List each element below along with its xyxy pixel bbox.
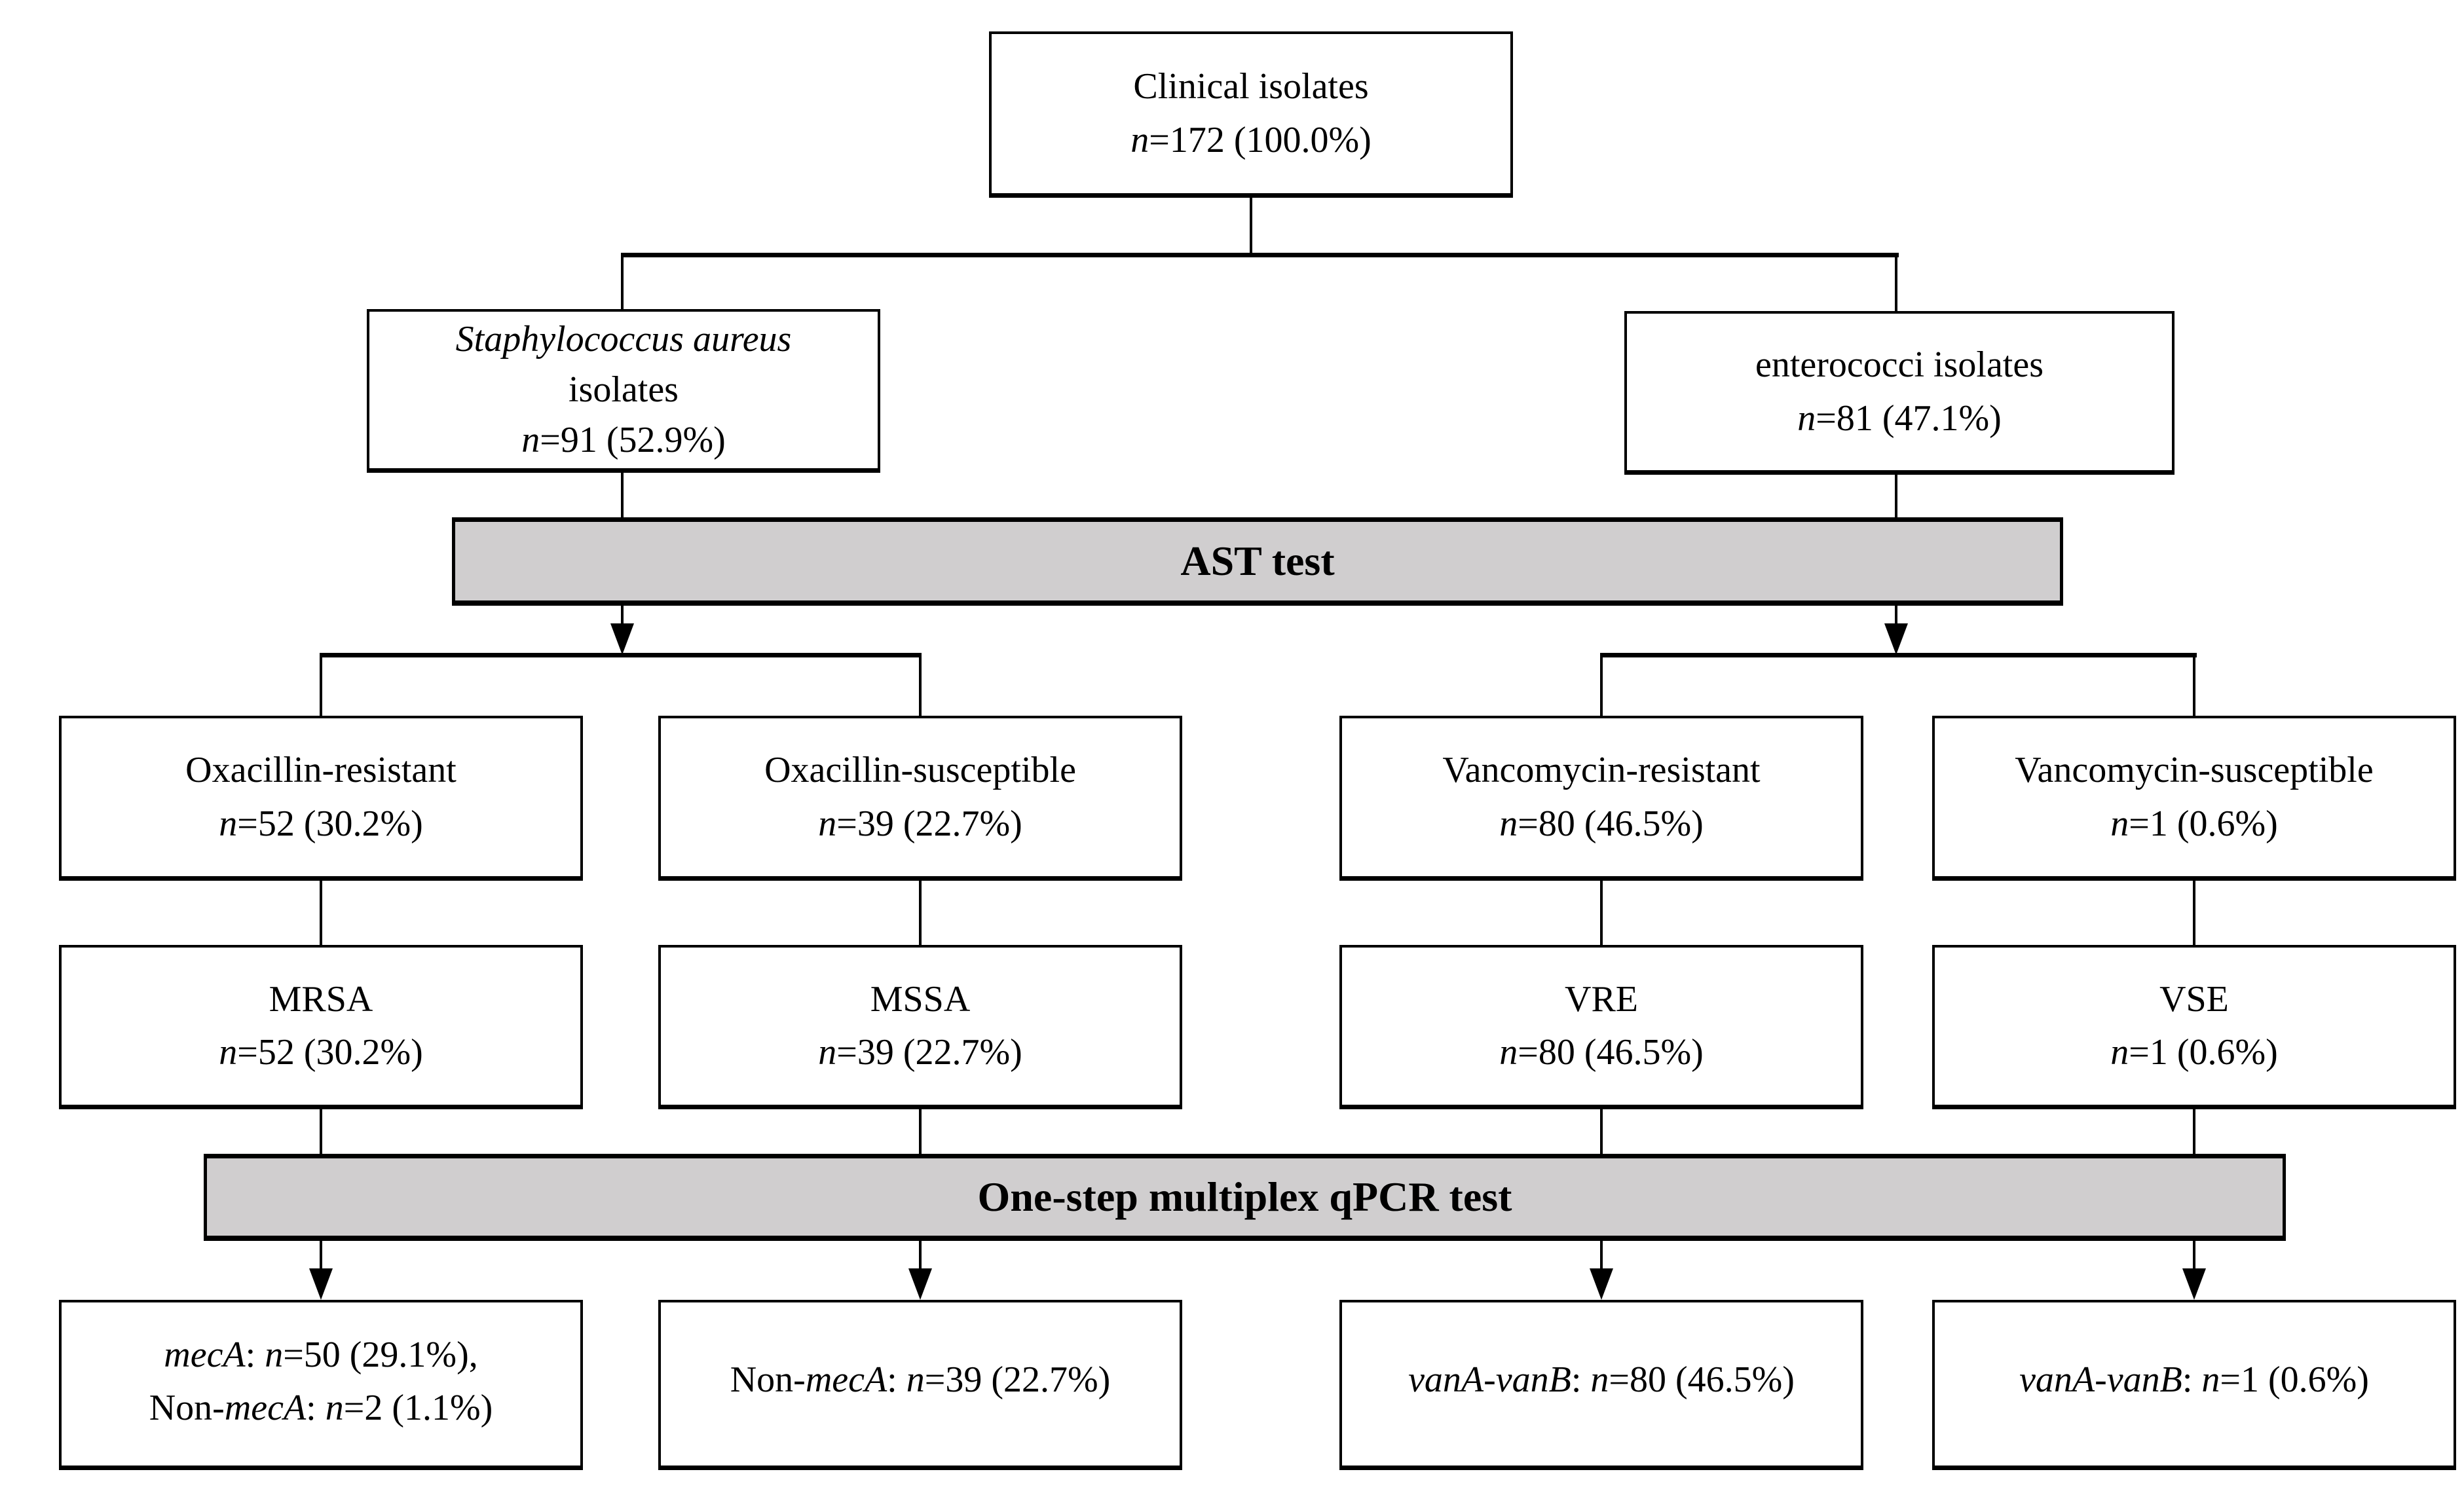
node-text-line: Non-mecA: n=2 (1.1%) [149, 1388, 493, 1429]
node-text-line: VSE [2159, 978, 2229, 1020]
connector-line [621, 253, 624, 312]
node-text-line: n=81 (47.1%) [1797, 397, 2002, 439]
connector-line [919, 653, 922, 716]
connector-line [919, 881, 922, 945]
connector-line [1895, 606, 1897, 629]
arrow-down-icon [2182, 1268, 2206, 1300]
node-text-line: n=1 (0.6%) [2110, 1032, 2278, 1073]
connector-line [1895, 474, 1897, 519]
connector-line [320, 1241, 322, 1270]
node-text-line: mecA: n=50 (29.1%), [164, 1335, 478, 1375]
node-text-line: n=52 (30.2%) [219, 1032, 423, 1073]
node-text-line: MRSA [269, 978, 373, 1020]
node-text-line: Clinical isolates [1133, 66, 1369, 107]
node-vancomycin-susceptible: Vancomycin-susceptible n=1 (0.6%) [1932, 716, 2456, 881]
node-text-line: n=80 (46.5%) [1499, 1032, 1704, 1073]
connector-line [320, 881, 322, 945]
connector-line [2193, 1109, 2195, 1154]
node-text-line: n=52 (30.2%) [219, 803, 423, 844]
node-text-line: n=1 (0.6%) [2110, 803, 2278, 844]
connector-line [1600, 881, 1603, 945]
node-text-line: n=80 (46.5%) [1499, 803, 1704, 844]
connector-line [1600, 1241, 1603, 1270]
bar-qpcr-test: One-step multiplex qPCR test [204, 1154, 2286, 1241]
connector-line [2193, 653, 2195, 716]
node-vse: VSE n=1 (0.6%) [1932, 945, 2456, 1109]
node-non-meca-result: Non-mecA: n=39 (22.7%) [658, 1300, 1182, 1470]
connector-line [320, 653, 322, 716]
node-text-line: Vancomycin-resistant [1442, 750, 1761, 791]
node-text-line: Non-mecA: n=39 (22.7%) [730, 1359, 1111, 1400]
node-text-line: vanA-vanB: n=80 (46.5%) [1408, 1359, 1795, 1400]
node-text-line: VRE [1565, 978, 1638, 1020]
node-text-line: enterococci isolates [1755, 344, 2044, 386]
node-text-line: n=172 (100.0%) [1130, 119, 1372, 160]
node-text-line: Oxacillin-susceptible [764, 750, 1076, 791]
arrow-down-icon [309, 1268, 333, 1300]
node-text-line: n=39 (22.7%) [818, 803, 1022, 844]
node-text-line: isolates [569, 369, 679, 410]
bar-label: AST test [1180, 538, 1335, 584]
node-oxacillin-susceptible: Oxacillin-susceptible n=39 (22.7%) [658, 716, 1182, 881]
connector-line [1600, 653, 1603, 716]
node-oxacillin-resistant: Oxacillin-resistant n=52 (30.2%) [59, 716, 583, 881]
node-text-line: vanA-vanB: n=1 (0.6%) [2019, 1359, 2369, 1400]
connector-line [621, 473, 624, 519]
node-text-line: MSSA [870, 978, 971, 1020]
node-vre: VRE n=80 (46.5%) [1339, 945, 1863, 1109]
connector-line [320, 653, 922, 657]
arrow-down-icon [1590, 1268, 1613, 1300]
node-vancomycin-resistant: Vancomycin-resistant n=80 (46.5%) [1339, 716, 1863, 881]
node-text-line: Staphylococcus aureus [455, 318, 792, 360]
bar-ast-test: AST test [452, 517, 2063, 606]
node-text-line: n=91 (52.9%) [521, 420, 726, 461]
node-clinical-isolates: Clinical isolates n=172 (100.0%) [989, 31, 1513, 198]
arrow-down-icon [610, 623, 634, 655]
connector-line [621, 253, 1899, 257]
node-text-line: Oxacillin-resistant [185, 750, 457, 791]
node-text-line: n=39 (22.7%) [818, 1032, 1022, 1073]
node-vana-vanb-vse-result: vanA-vanB: n=1 (0.6%) [1932, 1300, 2456, 1470]
node-vana-vanb-vre-result: vanA-vanB: n=80 (46.5%) [1339, 1300, 1863, 1470]
node-staphylococcus-aureus-isolates: Staphylococcus aureus isolates n=91 (52.… [367, 309, 880, 473]
connector-line [1250, 198, 1252, 255]
connector-line [621, 606, 624, 629]
connector-line [1895, 253, 1897, 314]
connector-line [1600, 653, 2197, 657]
node-mssa: MSSA n=39 (22.7%) [658, 945, 1182, 1109]
connector-line [2193, 881, 2195, 945]
node-meca-result: mecA: n=50 (29.1%), Non-mecA: n=2 (1.1%) [59, 1300, 583, 1470]
node-enterococci-isolates: enterococci isolates n=81 (47.1%) [1624, 311, 2175, 475]
connector-line [1600, 1109, 1603, 1154]
node-mrsa: MRSA n=52 (30.2%) [59, 945, 583, 1109]
connector-line [919, 1109, 922, 1154]
arrow-down-icon [1884, 623, 1908, 655]
bar-label: One-step multiplex qPCR test [977, 1173, 1512, 1220]
connector-line [2193, 1241, 2195, 1270]
connector-line [320, 1109, 322, 1154]
connector-line [919, 1241, 922, 1270]
arrow-down-icon [908, 1268, 932, 1300]
node-text-line: Vancomycin-susceptible [2015, 750, 2374, 791]
